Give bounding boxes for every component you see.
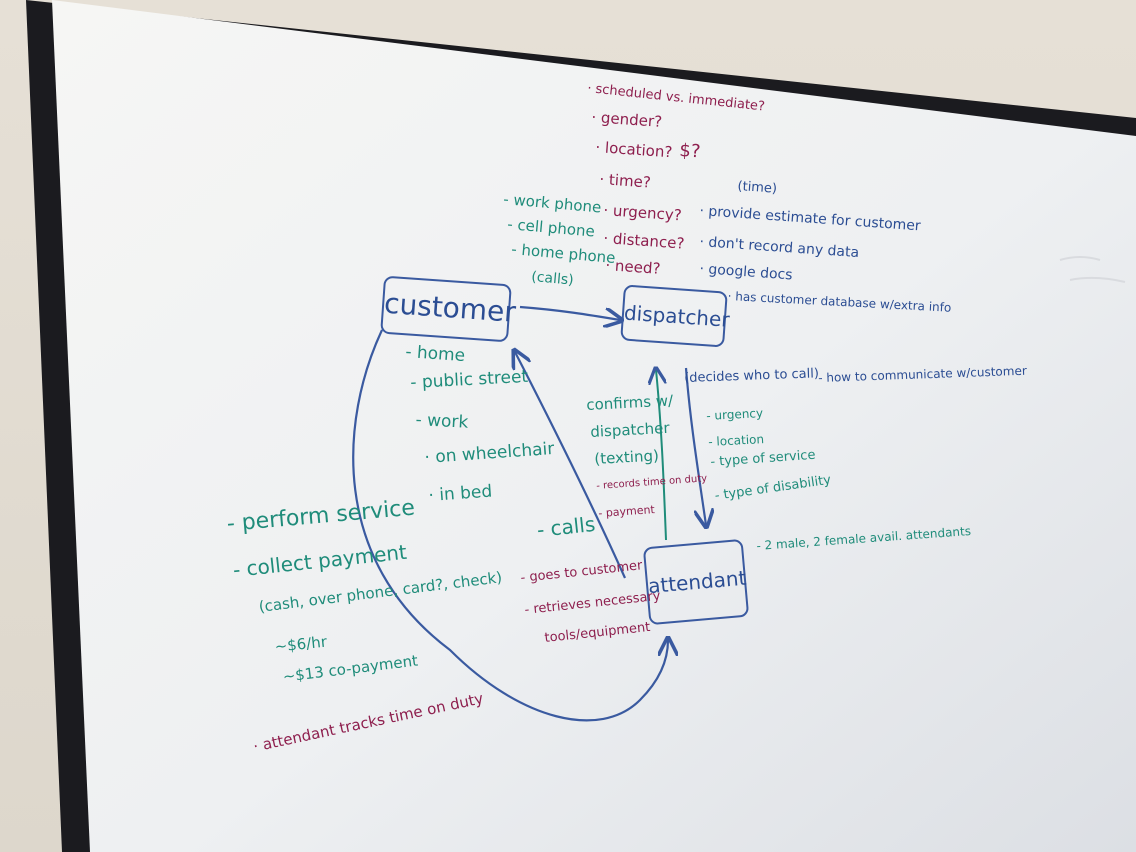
phone-calls: (calls) — [530, 269, 575, 289]
dispatcher-time-tag: (time) — [737, 179, 778, 197]
arrow-dispatcher-to-attendant — [684, 367, 706, 525]
confirms-line-1: confirms w/ — [585, 391, 674, 414]
dispatcher-node: dispatcher — [620, 284, 731, 348]
attendant-node: attendant — [642, 538, 750, 626]
customer-label: customer — [383, 286, 517, 329]
confirms-line-2: dispatcher — [589, 418, 670, 441]
location-work: - work — [415, 410, 469, 433]
arrow-attendant-to-customer — [515, 352, 627, 579]
decides-location: - location — [707, 432, 765, 449]
decides-urgency: - urgency — [705, 406, 764, 423]
attendant-label: attendant — [647, 565, 748, 599]
dispatcher-label: dispatcher — [623, 300, 731, 332]
arrow-customer-to-dispatcher — [519, 305, 620, 320]
price-question-mark: $? — [678, 140, 702, 163]
customer-node: customer — [380, 275, 517, 343]
whiteboard-surface — [52, 0, 1136, 852]
arrow-attendant-to-dispatcher — [656, 370, 667, 541]
arrow-loop-customer-to-attendant — [352, 329, 668, 722]
location-home: - home — [404, 342, 466, 367]
confirms-line-3: (texting) — [593, 446, 660, 468]
question-time: · time? — [598, 170, 652, 192]
location-in-bed: · in bed — [427, 481, 493, 506]
calls-label: - calls — [535, 511, 597, 542]
